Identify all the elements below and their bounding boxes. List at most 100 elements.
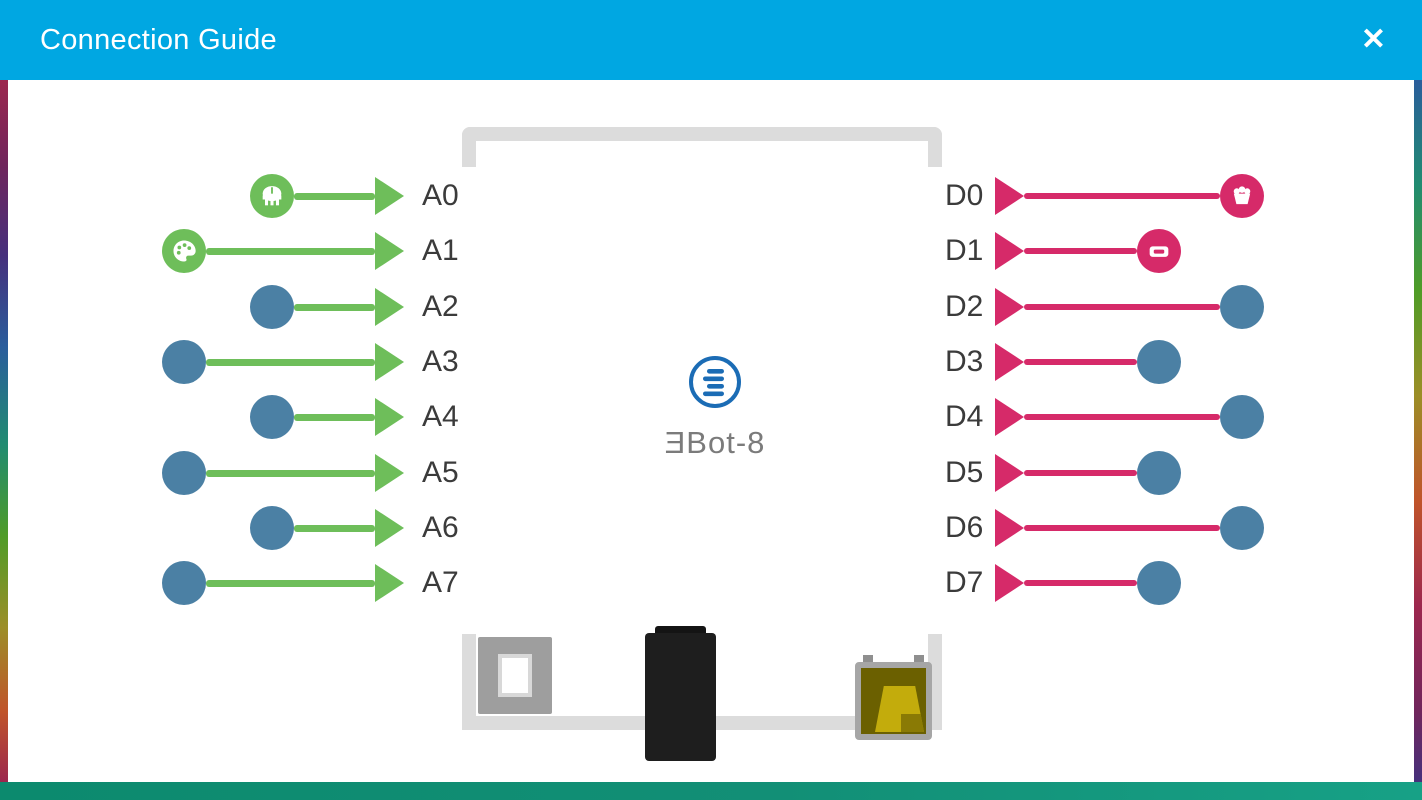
dialog-header: Connection Guide ✕: [0, 0, 1422, 80]
usb-port-component: [855, 655, 932, 740]
arrow-icon: [995, 564, 1024, 602]
digital-pin-row-d7: D7: [945, 556, 1181, 610]
connector-circle: [1220, 395, 1264, 439]
wire: [206, 579, 375, 587]
pin-label: D6: [945, 511, 984, 544]
arrow-icon: [375, 509, 404, 547]
connector-circle: [1220, 506, 1264, 550]
usb-ear-right: [914, 655, 924, 663]
digital-pin-row-d3: D3: [945, 335, 1181, 389]
potentiometer-icon: [250, 174, 294, 218]
wire: [1024, 193, 1220, 199]
digital-pin-row-d4: D4: [945, 390, 1264, 444]
arrow-icon: [375, 232, 404, 270]
pin-label: D5: [945, 456, 984, 489]
arrow-icon: [995, 454, 1024, 492]
pin-label: D4: [945, 400, 984, 433]
connector-circle: [1137, 451, 1181, 495]
pin-label: A4: [422, 400, 459, 433]
usb-ear-left: [863, 655, 873, 663]
connector-circle: [250, 285, 294, 329]
arrow-icon: [375, 564, 404, 602]
wire: [206, 469, 375, 477]
pin-label: D0: [945, 179, 984, 212]
wire: [1024, 359, 1137, 365]
arrow-icon: [995, 288, 1024, 326]
board-outline-bottom-left: [462, 634, 476, 730]
pin-label: D1: [945, 234, 984, 267]
motor-icon: [1220, 174, 1264, 218]
wire: [1024, 248, 1137, 254]
analog-pin-row-a2: A2: [250, 280, 459, 334]
wire: [1024, 525, 1220, 531]
arrow-icon: [995, 177, 1024, 215]
wire: [206, 247, 375, 255]
wire: [1024, 470, 1137, 476]
arrow-icon: [995, 343, 1024, 381]
wire: [294, 303, 375, 311]
palette-icon: [162, 229, 206, 273]
analog-pin-row-a3: A3: [162, 335, 459, 389]
analog-pin-row-a0: A0: [250, 169, 459, 223]
wire: [1024, 580, 1137, 586]
board-outline-top: [462, 127, 942, 141]
digital-pin-row-d1: D1: [945, 224, 1181, 278]
led-icon: [1137, 229, 1181, 273]
pin-label: A6: [422, 511, 459, 544]
digital-pin-row-d2: D2: [945, 280, 1264, 334]
arrow-icon: [375, 398, 404, 436]
arrow-icon: [995, 398, 1024, 436]
arrow-icon: [995, 232, 1024, 270]
connector-circle: [250, 395, 294, 439]
wire: [294, 192, 375, 200]
usb-slot: [901, 714, 924, 732]
reset-button-cap: [498, 654, 532, 697]
connector-circle: [1220, 285, 1264, 329]
pin-label: A2: [422, 290, 459, 323]
reset-button-component: [478, 637, 552, 714]
board-logo: [687, 354, 743, 410]
background-strip-left: [0, 80, 8, 782]
power-jack-rim: [655, 626, 706, 636]
pin-label: A5: [422, 456, 459, 489]
arrow-icon: [995, 509, 1024, 547]
pin-label: A7: [422, 566, 459, 599]
board-outline-top-left: [462, 127, 476, 167]
wire: [1024, 414, 1220, 420]
digital-pin-row-d6: D6: [945, 501, 1264, 555]
analog-pin-row-a7: A7: [162, 556, 459, 610]
board-name: ƎBot-8: [664, 425, 766, 460]
arrow-icon: [375, 288, 404, 326]
connector-circle: [1137, 561, 1181, 605]
analog-pin-row-a6: A6: [250, 501, 459, 555]
usb-tongue: [875, 686, 924, 732]
pin-label: A1: [422, 234, 459, 267]
analog-pin-row-a4: A4: [250, 390, 459, 444]
connector-circle: [162, 340, 206, 384]
power-jack-component: [645, 633, 716, 761]
close-icon[interactable]: ✕: [1360, 23, 1386, 56]
analog-pin-row-a1: A1: [162, 224, 459, 278]
usb-shell: [855, 662, 932, 740]
background-strip-bottom: [0, 782, 1422, 800]
connector-circle: [1137, 340, 1181, 384]
arrow-icon: [375, 177, 404, 215]
background-strip-right: [1414, 80, 1422, 782]
wire: [294, 413, 375, 421]
pin-label: D3: [945, 345, 984, 378]
digital-pin-row-d5: D5: [945, 446, 1181, 500]
board-outline-top-right: [928, 127, 942, 167]
connector-circle: [162, 451, 206, 495]
pin-label: A0: [422, 179, 459, 212]
connector-circle: [162, 561, 206, 605]
arrow-icon: [375, 454, 404, 492]
pin-label: A3: [422, 345, 459, 378]
wire: [294, 524, 375, 532]
dialog-title: Connection Guide: [40, 23, 277, 56]
analog-pin-row-a5: A5: [162, 446, 459, 500]
pin-label: D2: [945, 290, 984, 323]
digital-pin-row-d0: D0: [945, 169, 1264, 223]
wire: [1024, 304, 1220, 310]
pin-label: D7: [945, 566, 984, 599]
